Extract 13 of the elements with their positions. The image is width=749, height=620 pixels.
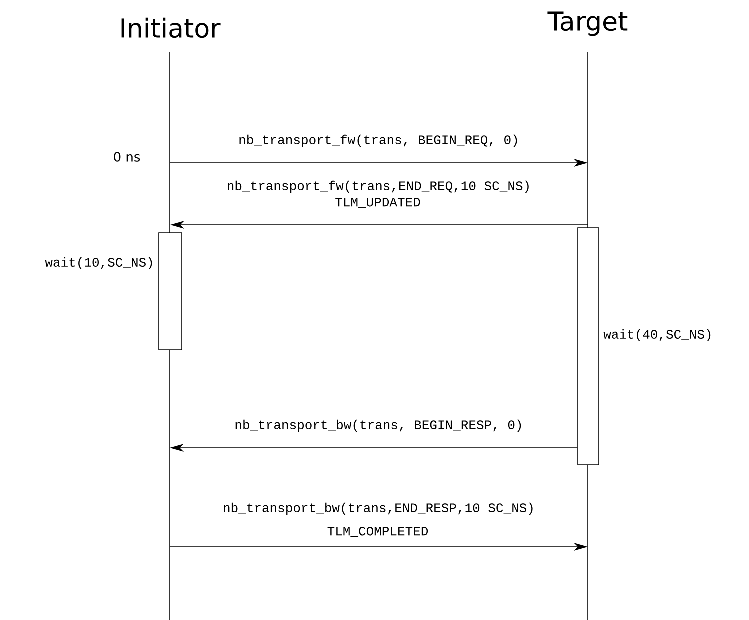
return-label: TLM_COMPLETED xyxy=(328,526,428,538)
time-label: 0 ns xyxy=(114,152,140,162)
message-label: nb_transport_fw(trans, BEGIN_REQ, 0) xyxy=(240,134,518,148)
activation-bar xyxy=(158,232,182,350)
message-label: nb_transport_bw(trans, BEGIN_RESP, 0) xyxy=(236,420,522,432)
return-label: TLM_UPDATED xyxy=(336,198,420,208)
message-label: nb_transport_fw(trans,END_REQ,10 SC_NS) xyxy=(228,180,529,194)
activation-bar xyxy=(578,228,600,466)
lifeline-header: Initiator xyxy=(122,18,221,38)
duration-label: wait(40,SC_NS) xyxy=(604,329,711,342)
duration-label: wait(10,SC_NS) xyxy=(45,257,152,270)
message-label: nb_transport_bw(trans,END_RESP,10 SC_NS) xyxy=(224,502,533,516)
lifeline-header: Target xyxy=(548,12,628,36)
